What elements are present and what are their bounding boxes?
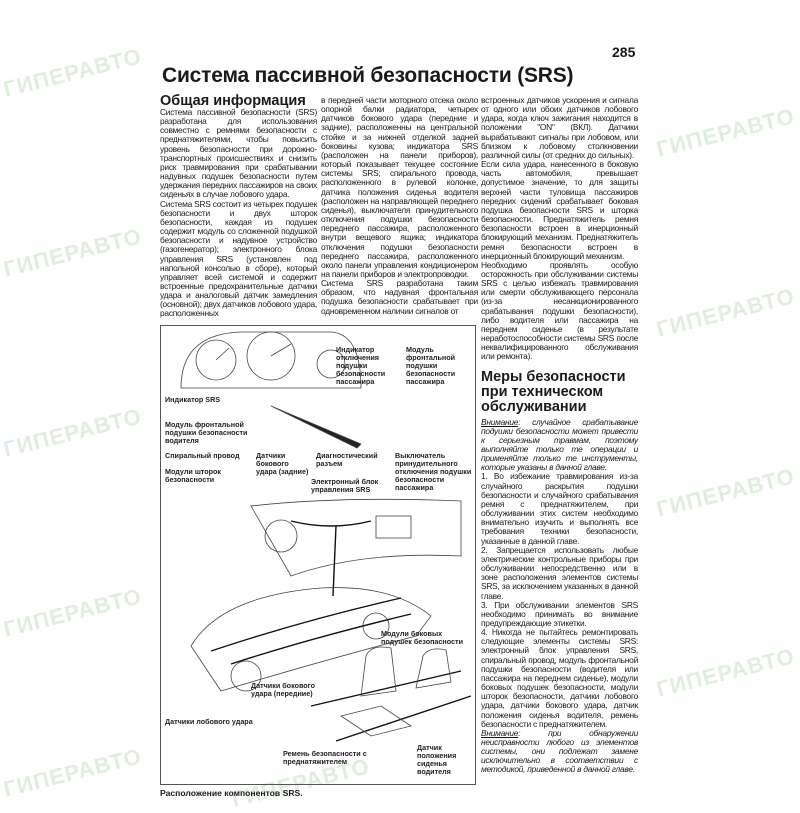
paragraph: Система пассивной безопасности (SRS) раз… — [160, 107, 317, 200]
warning-note: Внимание: случайное срабатывание подушки… — [481, 416, 638, 473]
list-item: 1. Во избежание травмирования из-за случ… — [481, 471, 638, 546]
label-srs-indicator: Индикатор SRS — [165, 394, 221, 404]
label-driver-module: Модуль фронтальной подушки безопасности … — [165, 419, 248, 445]
watermark: ГИПЕРАВТО — [653, 283, 798, 342]
paragraph: в передней части моторного отсека около … — [321, 95, 478, 279]
label-spiral-cable: Спиральный провод — [165, 450, 240, 460]
seats — [310, 646, 472, 742]
callout-arrow — [270, 405, 362, 449]
warning-label: Внимание — [481, 416, 519, 427]
label-belt-pretensioner: Ремень безопасности с преднатяжителем — [283, 748, 367, 766]
paragraph: Если сила удара, нанесенного в боковую ч… — [481, 159, 638, 261]
section-heading-general: Общая информация — [160, 93, 306, 109]
dashboard — [250, 498, 462, 596]
paragraph: Необходимо проявлять особую осторожность… — [481, 259, 638, 362]
label-passenger-off-switch: Выключатель принудительного отключения п… — [395, 450, 472, 492]
warning-text: : случайное срабатывание подушки безопас… — [481, 416, 638, 473]
warning-text: : при обнаружении неисправности любого и… — [481, 727, 638, 775]
paragraph: Система SRS разработана таким образом, ч… — [321, 278, 478, 316]
column-1: Общая информация Система пассивной безоп… — [160, 94, 317, 319]
label-seat-position-sensor: Датчик положения сиденья водителя — [417, 742, 457, 776]
watermark: ГИПЕРАВТО — [653, 643, 798, 702]
list-item: 2. Запрещается использовать любые электр… — [481, 544, 638, 601]
label-diagnostic-connector: Диагностический разъем — [316, 450, 378, 468]
warning-note: Внимание: при обнаружении неисправности … — [481, 727, 638, 775]
watermark: ГИПЕРАВТО — [653, 103, 798, 162]
warning-label: Внимание — [481, 727, 519, 738]
label-side-sensors-front: Датчики бокового удара (передние) — [251, 680, 315, 698]
paragraph: встроенных датчиков ускорения и сигнала … — [481, 95, 638, 160]
page-title: Система пассивной безопасности (SRS) — [162, 64, 574, 87]
watermark: ГИПЕРАВТО — [0, 583, 145, 642]
watermark: ГИПЕРАВТО — [653, 463, 798, 522]
label-side-sensors-rear: Датчики бокового удара (задние) — [256, 450, 309, 476]
label-passenger-off-indicator: Индикатор отключения подушки безопасност… — [336, 344, 386, 386]
label-front-sensors: Датчики лобового удара — [165, 716, 253, 726]
label-side-airbag-modules: Модули боковых подушек безопасности — [381, 628, 463, 646]
diagram-drawing — [180, 331, 472, 742]
list-item: 4. Никогда не пытайтесь ремонтировать сл… — [481, 627, 638, 729]
label-passenger-front-module: Модуль фронтальной подушки безопасности … — [406, 344, 456, 386]
watermark: ГИПЕРАВТО — [0, 743, 145, 802]
label-curtain-modules: Модули шторок безопасности — [165, 466, 222, 484]
column-3: встроенных датчиков ускорения и сигнала … — [481, 95, 638, 775]
watermark: ГИПЕРАВТО — [0, 403, 145, 462]
watermark: ГИПЕРАВТО — [0, 223, 145, 282]
column-2: в передней части моторного отсека около … — [321, 94, 478, 319]
figure-caption: Расположение компонентов SRS. — [160, 787, 303, 798]
text-columns: Общая информация Система пассивной безоп… — [160, 94, 478, 319]
list-item: 3. При обслуживании элементов SRS необхо… — [481, 599, 638, 628]
paragraph: Система SRS состоит из четырех подушек б… — [160, 198, 317, 319]
watermark: ГИПЕРАВТО — [0, 43, 145, 102]
car-body — [190, 586, 432, 692]
srs-components-figure: Индикатор SRS Индикатор отключения подуш… — [160, 324, 476, 785]
section-heading-safety: Меры безопасности при техническом обслуж… — [481, 368, 626, 415]
left-area: Общая информация Система пассивной безоп… — [160, 94, 478, 798]
label-srs-control-unit: Электронный блок управления SRS — [311, 476, 379, 494]
instrument-cluster — [180, 331, 362, 388]
page-number: 285 — [612, 44, 636, 60]
